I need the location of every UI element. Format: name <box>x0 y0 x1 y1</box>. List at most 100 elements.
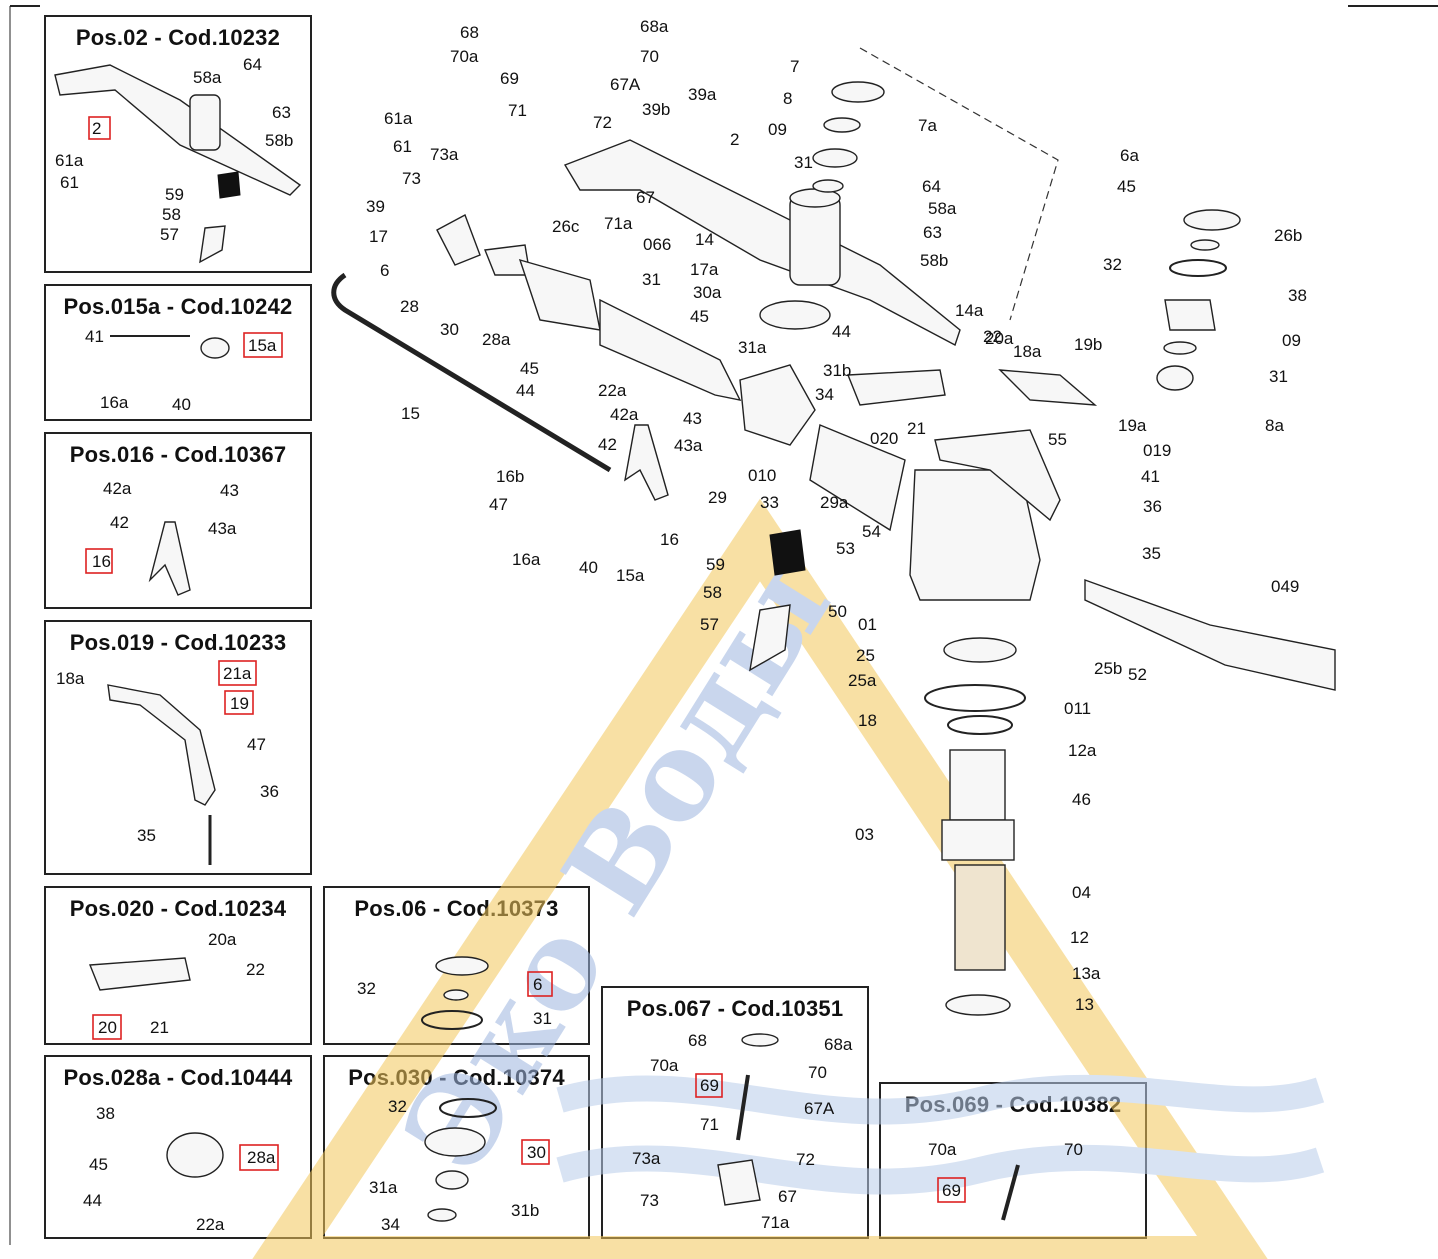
part-callout: 12 <box>1070 928 1089 947</box>
kit-box-pos016: Pos.016 - Cod.10367 <box>44 432 312 609</box>
shaft-69-inset <box>1001 1164 1020 1221</box>
kit-title: Pos.067 - Cod.10351 <box>626 996 844 1021</box>
inset-part-callout: 38 <box>96 1104 115 1123</box>
main-assembly <box>331 47 1336 1016</box>
part-callout: 52 <box>1128 665 1147 684</box>
nozzle-body-28 <box>518 258 601 331</box>
arm-hub <box>789 194 841 286</box>
inset-pos016 <box>85 521 191 596</box>
part-callout: 38 <box>1288 286 1307 305</box>
inset-part-callout: 43 <box>220 481 239 500</box>
part-09 <box>812 148 858 168</box>
block-020 <box>846 369 946 406</box>
part-callout: 16a <box>512 550 541 569</box>
part-callout: 45 <box>690 307 709 326</box>
inset-part-callout: 21a <box>223 664 252 683</box>
part-callout: 26b <box>1274 226 1302 245</box>
dashed-guide <box>859 47 1059 321</box>
kit-box-pos067: Pos.067 - Cod.10351 <box>601 986 869 1239</box>
inset-pos019 <box>107 660 257 865</box>
sprinkler-arm <box>563 139 961 347</box>
part-callout: 2 <box>730 130 739 149</box>
weight-59-inset <box>217 171 241 199</box>
guard-19a <box>998 369 1098 406</box>
stem-04 <box>954 864 1006 971</box>
part-callout: 29a <box>820 493 849 512</box>
part-callout: 6 <box>380 261 389 280</box>
kit-box-pos015a: Pos.015a - Cod.10242 <box>44 284 312 421</box>
inset-part-callout: 15a <box>248 336 277 355</box>
kit-box-pos020: Pos.020 - Cod.10234 <box>44 886 312 1045</box>
barrel-28a <box>599 298 742 401</box>
part-callout: 22a <box>598 381 627 400</box>
part-callout: 42a <box>610 405 639 424</box>
inset-part-callout: 2 <box>92 119 101 138</box>
part-callout: 04 <box>1072 883 1091 902</box>
tube-33 <box>809 424 906 532</box>
part-callout: 011 <box>1064 699 1091 718</box>
ring-31-inset <box>443 989 469 1001</box>
inset-part-callout: 41 <box>85 327 104 346</box>
part-callout: 36 <box>1143 497 1162 516</box>
part-callout: 39 <box>366 197 385 216</box>
part-callout: 049 <box>1271 577 1299 596</box>
part-callout: 31a <box>738 338 767 357</box>
inset-part-callout: 57 <box>160 225 179 244</box>
inset-part-callout: 6 <box>533 975 542 994</box>
part-callout: 68 <box>460 23 479 42</box>
part-callout: 13a <box>1072 964 1101 983</box>
part-callout: 066 <box>643 235 671 254</box>
inset-part-callout: 16 <box>92 552 111 571</box>
part-callout: 46 <box>1072 790 1091 809</box>
inset-part-callout: 69 <box>700 1076 719 1095</box>
inset-part-callout: 34 <box>381 1215 400 1234</box>
shaft-69-inset <box>736 1074 750 1141</box>
part-callout: 19a <box>1118 416 1147 435</box>
oring-32-inset <box>421 1010 483 1030</box>
inset-pos06 <box>421 956 553 1030</box>
inset-part-callout: 59 <box>165 185 184 204</box>
inset-part-callout: 30 <box>527 1143 546 1162</box>
inset-part-callout: 32 <box>388 1097 407 1116</box>
sleeve-03-nut <box>941 819 1015 861</box>
highlight-box <box>92 1014 122 1040</box>
body-67-inset <box>717 1159 761 1206</box>
part-callout: 61a <box>384 109 413 128</box>
inset-part-callout: 16a <box>100 393 129 412</box>
inset-pos067 <box>695 1033 779 1206</box>
kit-title: Pos.016 - Cod.10367 <box>69 442 287 467</box>
part-callout: 010 <box>748 466 776 485</box>
part-callout: 73a <box>430 145 459 164</box>
kit-title: Pos.019 - Cod.10233 <box>69 630 287 655</box>
inset-part-callout: 58 <box>162 205 181 224</box>
part-callout: 39b <box>642 100 670 119</box>
part-callout: 16b <box>496 467 524 486</box>
part-callout: 8a <box>1265 416 1284 435</box>
inset-part-callout: 70 <box>1064 1140 1083 1159</box>
part-callout: 58b <box>920 251 948 270</box>
ring-31-lower <box>1163 341 1197 355</box>
arm-16 <box>624 424 669 501</box>
part-callout: 61 <box>393 137 412 156</box>
part-callout: 68a <box>640 17 669 36</box>
clamp-011 <box>943 637 1017 663</box>
inset-part-callout: 42 <box>110 513 129 532</box>
part-callout: 17a <box>690 260 719 279</box>
oring-32 <box>1169 259 1227 277</box>
ring-34-inset <box>427 1208 457 1222</box>
part-callout: 18 <box>858 711 877 730</box>
inset-pos020 <box>88 957 191 1040</box>
part-callout: 19b <box>1074 335 1102 354</box>
inset-part-callout: 20 <box>98 1018 117 1037</box>
inset-pos069 <box>937 1164 1020 1221</box>
part-callout: 53 <box>836 539 855 558</box>
part-callout: 44 <box>832 322 851 341</box>
part-callout: 63 <box>923 223 942 242</box>
inset-part-callout: 31 <box>533 1009 552 1028</box>
part-callout: 35 <box>1142 544 1161 563</box>
part-callout: 67A <box>610 75 641 94</box>
highlight-box <box>218 660 257 686</box>
part-callout: 21 <box>907 419 926 438</box>
part-callout: 12a <box>1068 741 1097 760</box>
part-callout: 69 <box>500 69 519 88</box>
